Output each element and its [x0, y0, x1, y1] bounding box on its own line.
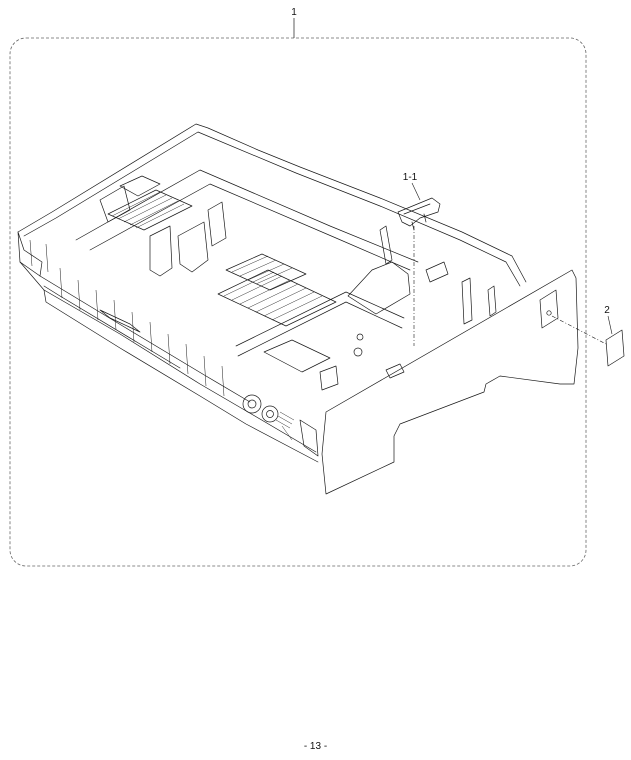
callout-2-label: 2	[604, 305, 610, 316]
part-2-label-sheet	[605, 329, 625, 367]
part-1-1-lever	[397, 197, 441, 231]
paper-tray	[17, 123, 579, 495]
callout-1-1-label: 1-1	[403, 172, 418, 183]
callout-1-1-leader	[411, 182, 421, 201]
callout-2-leader	[607, 315, 613, 335]
assembly-boundary	[9, 37, 587, 567]
callout-1-label: 1	[291, 7, 297, 18]
part-2-assembly-line	[551, 315, 607, 345]
page-number: - 13 -	[303, 741, 328, 752]
